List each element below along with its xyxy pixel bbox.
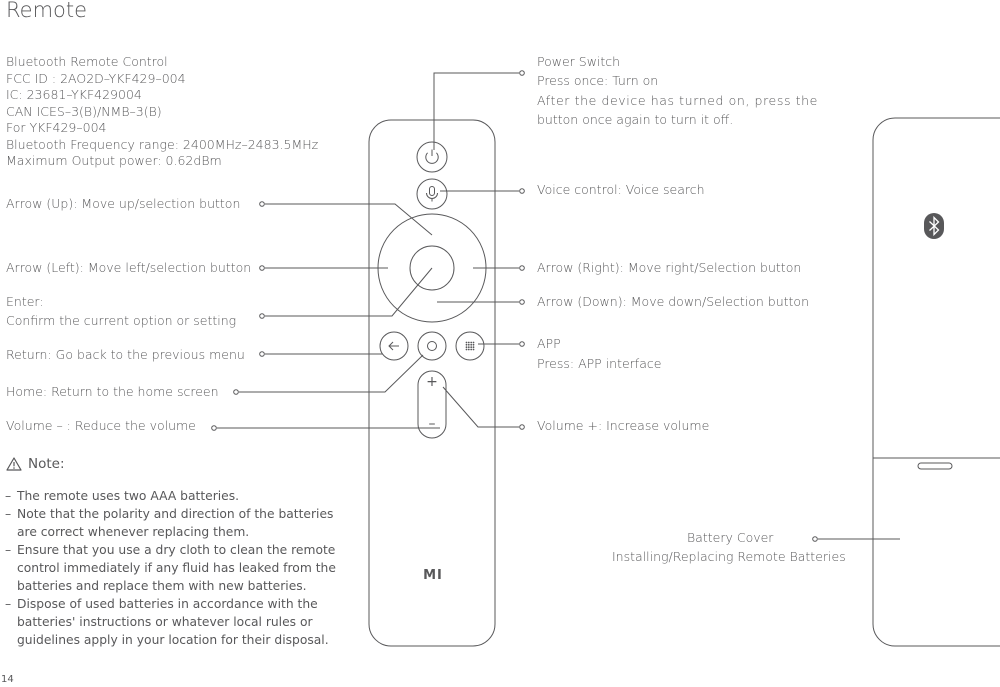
enter-button: [409, 245, 455, 291]
home-icon: [427, 341, 437, 351]
power-label-line3: button once again to turn it off.: [537, 112, 734, 127]
spec-line: Bluetooth Remote Control: [6, 54, 168, 69]
remote-back-body: [872, 117, 1000, 647]
power-label-line2: After the device has turned on, press th…: [537, 93, 818, 108]
leader-lines-right: [433, 70, 525, 430]
volume-rocker: [417, 370, 447, 439]
arrow-down-label: Arrow (Down): Move down/Selection button: [537, 294, 809, 309]
power-label-title: Power Switch: [537, 54, 621, 69]
note-list: The remote uses two AAA batteries. Note …: [5, 487, 345, 649]
microphone-icon: [426, 186, 438, 202]
enter-label-title: Enter:: [6, 294, 44, 309]
note-item: Dispose of used batteries in accordance …: [5, 595, 345, 649]
battery-cover-title: Battery Cover: [687, 530, 774, 545]
arrow-up-label: Arrow (Up): Move up/selection button: [6, 196, 241, 211]
voice-button: [416, 178, 448, 210]
battery-cover-desc: Installing/Replacing Remote Batteries: [612, 549, 846, 564]
arrow-left-label: Arrow (Left): Move left/selection button: [6, 260, 252, 275]
return-button: [379, 331, 409, 361]
volume-up-label: Volume +: Increase volume: [537, 418, 710, 433]
power-button: [416, 141, 448, 173]
leader-lines-left: [211, 201, 440, 431]
return-label: Return: Go back to the previous menu: [6, 347, 245, 362]
back-arrow-icon: [388, 341, 399, 351]
spec-line: Bluetooth Frequency range: 2400MHz–2483.…: [6, 136, 319, 152]
spec-line: Maximum Output power: 0.62dBm: [6, 153, 222, 168]
arrow-right-label: Arrow (Right): Move right/Selection butt…: [537, 260, 802, 275]
note-item: The remote uses two AAA batteries.: [5, 487, 345, 505]
battery-cover-latch: [917, 462, 953, 470]
app-label-desc: Press: APP interface: [537, 356, 662, 371]
mi-logo: MI: [423, 568, 443, 583]
power-label-line1: Press once: Turn on: [537, 73, 659, 88]
spec-line: CAN ICES–3(B)/NMB–3(B): [6, 103, 162, 119]
app-grid-icon: [465, 341, 475, 351]
note-item: Note that the polarity and direction of …: [5, 505, 345, 541]
enter-label-desc: Confirm the current option or setting: [6, 313, 237, 328]
spec-block: Bluetooth Remote Control FCC ID : 2AO2D–…: [6, 54, 318, 170]
home-label: Home: Return to the home screen: [6, 384, 219, 399]
note-heading: Note:: [6, 456, 65, 472]
note-item: Ensure that you use a dry cloth to clean…: [5, 541, 345, 595]
app-button: [455, 331, 485, 361]
page-number: 14: [1, 674, 14, 685]
app-label-title: APP: [537, 336, 561, 351]
page-title: Remote: [6, 0, 88, 22]
warning-icon: [6, 457, 22, 471]
spec-line: For YKF429–004: [6, 120, 107, 135]
note-heading-text: Note:: [28, 456, 65, 472]
volume-plus-symbol: +: [426, 374, 438, 390]
volume-minus-symbol: –: [428, 416, 436, 432]
volume-down-label: Volume – : Reduce the volume: [6, 418, 196, 433]
bluetooth-icon: [924, 213, 944, 239]
spec-line: FCC ID : 2AO2D–YKF429–004: [6, 70, 186, 86]
home-button: [417, 331, 447, 361]
voice-label: Voice control: Voice search: [537, 182, 705, 197]
power-icon: [425, 149, 439, 164]
spec-line: IC: 23681–YKF429004: [6, 87, 142, 102]
remote-front-body: [368, 119, 496, 647]
